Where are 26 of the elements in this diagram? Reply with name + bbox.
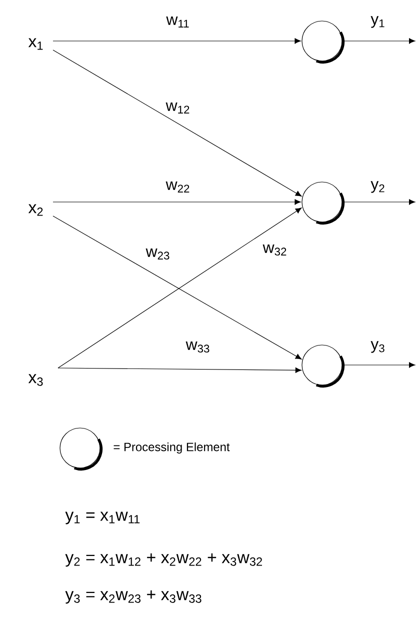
equation: y$_{2}$ = x$_{1}$w$_{12}$ + x$_{2}$w$_{22}$ + x$_{3}$w$_{32}$ bbox=[65, 553, 262, 567]
processing-element bbox=[302, 20, 344, 64]
arrow bbox=[58, 367, 302, 373]
processing-element bbox=[302, 344, 344, 388]
edge-label: y$_{2}$ bbox=[370, 181, 384, 193]
arrow bbox=[52, 199, 301, 205]
legend-text: = Processing Element bbox=[114, 442, 230, 454]
edge-label: w$_{32}$ bbox=[262, 244, 286, 256]
input-label: x$_{2}$ bbox=[28, 204, 43, 216]
arrow bbox=[52, 50, 302, 196]
edge-label: w$_{23}$ bbox=[146, 248, 170, 260]
equation: y$_{1}$ = x$_{1}$w$_{11}$ bbox=[65, 512, 140, 524]
edge-label: w$_{11}$ bbox=[166, 16, 189, 28]
arrow bbox=[342, 362, 416, 368]
input-label: x$_{3}$ bbox=[28, 374, 43, 386]
edge-label: y$_{1}$ bbox=[370, 16, 384, 28]
arrow bbox=[342, 199, 416, 205]
input-label: x$_{1}$ bbox=[28, 38, 43, 50]
processing-element bbox=[302, 182, 344, 224]
equation: y$_{3}$ = x$_{2}$w$_{23}$ + x$_{3}$w$_{33}$ bbox=[65, 590, 202, 604]
edge-label: w$_{12}$ bbox=[166, 102, 190, 114]
edge-label: y$_{3}$ bbox=[370, 341, 384, 353]
arrow bbox=[342, 38, 416, 44]
edge-label: w$_{22}$ bbox=[166, 182, 190, 192]
arrow bbox=[52, 38, 301, 44]
edge-label: w$_{33}$ bbox=[186, 341, 210, 353]
